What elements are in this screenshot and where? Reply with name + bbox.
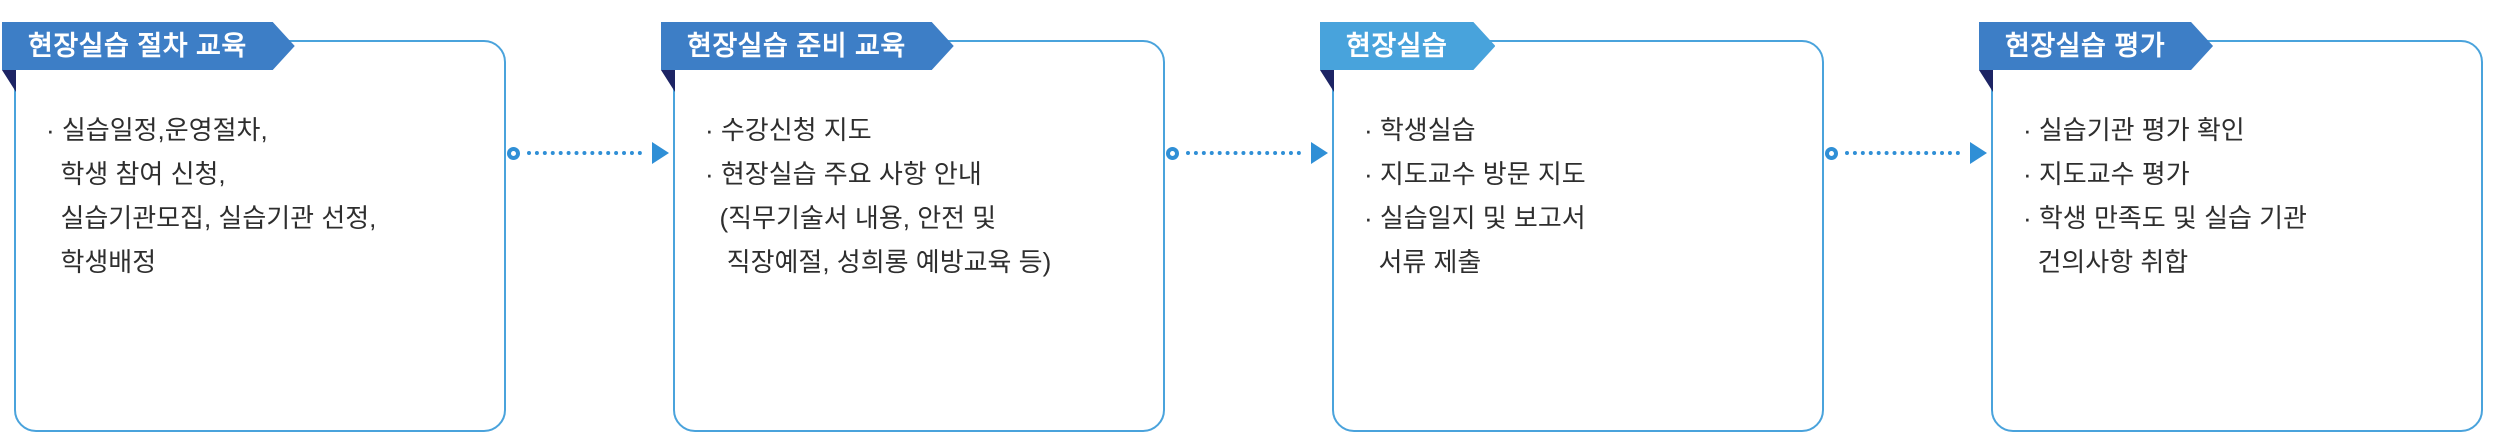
connector <box>1824 142 1991 164</box>
connector-dotted-line <box>1845 151 1960 155</box>
stage-body: · 수강신청 지도 · 현장실습 주요 사항 안내 (직무기술서 내용, 안전 … <box>675 42 1163 284</box>
stage-line: · 지도교수 방문 지도 <box>1364 159 1586 189</box>
stage-line: · 실습일정,운영절차, <box>46 115 268 145</box>
stage-title: 현장실습 <box>1346 31 1448 61</box>
stage-line: · 학생실습 <box>1364 115 1476 145</box>
stage-line: 건의사항 취합 <box>2023 247 2189 277</box>
stage-line: 직장예절, 성희롱 예방교육 등) <box>705 247 1052 277</box>
connector <box>506 142 673 164</box>
stage-title: 현장실습 준비 교육 <box>687 31 906 61</box>
stage-body: · 학생실습 · 지도교수 방문 지도 · 실습일지 및 보고서 서류 제출 <box>1334 42 1822 284</box>
stage-line: 서류 제출 <box>1364 247 1482 277</box>
connector-circle-icon <box>1825 146 1838 160</box>
stage-body: · 실습기관 평가 확인 · 지도교수 평가 · 학생 만족도 및 실습 기관 … <box>1993 42 2481 284</box>
stage-line: · 실습기관 평가 확인 <box>2023 115 2245 145</box>
stage-card-evaluation: 현장실습 평가 · 실습기관 평가 확인 · 지도교수 평가 · 학생 만족도 … <box>1979 40 2483 432</box>
stage-card-preparation-education: 현장실습 준비 교육 · 수강신청 지도 · 현장실습 주요 사항 안내 (직무… <box>661 40 1165 432</box>
ribbon-fold-shape <box>661 70 675 92</box>
stage-body: · 실습일정,운영절차, 학생 참여 신청, 실습기관모집, 실습기관 선정, … <box>16 42 504 284</box>
connector-arrowhead-icon <box>1311 142 1328 164</box>
stage-title: 현장실습 평가 <box>2005 31 2166 61</box>
connector-circle-icon <box>1166 146 1179 160</box>
connector-arrowhead-icon <box>652 142 669 164</box>
stage-line: 실습기관모집, 실습기관 선정, <box>46 203 377 233</box>
stage-line: · 수강신청 지도 <box>705 115 872 145</box>
ribbon-fold-shape <box>1979 70 1993 92</box>
stage-line: · 실습일지 및 보고서 <box>1364 203 1586 233</box>
stage-title: 현장실습 절차 교육 <box>28 31 247 61</box>
stage-ribbon: 현장실습 준비 교육 <box>661 22 954 70</box>
connector <box>1165 142 1332 164</box>
ribbon-fold-shape <box>1320 70 1334 92</box>
stage-ribbon: 현장실습 평가 <box>1979 22 2213 70</box>
stage-line: 학생배정 <box>46 247 157 277</box>
stage-line: 학생 참여 신청, <box>46 159 226 189</box>
stage-card-procedure-education: 현장실습 절차 교육 · 실습일정,운영절차, 학생 참여 신청, 실습기관모집… <box>2 40 506 432</box>
stage-line: · 지도교수 평가 <box>2023 159 2190 189</box>
stage-ribbon: 현장실습 <box>1320 22 1495 70</box>
stage-card-field-practice: 현장실습 · 학생실습 · 지도교수 방문 지도 · 실습일지 및 보고서 서류… <box>1320 40 1824 432</box>
stage-ribbon: 현장실습 절차 교육 <box>2 22 295 70</box>
connector-arrowhead-icon <box>1970 142 1987 164</box>
stage-line: · 학생 만족도 및 실습 기관 <box>2023 203 2307 233</box>
connector-dotted-line <box>527 151 642 155</box>
connector-circle-icon <box>507 146 520 160</box>
stage-line: · 현장실습 주요 사항 안내 <box>705 159 982 189</box>
ribbon-fold-shape <box>2 70 16 92</box>
stage-line: (직무기술서 내용, 안전 및 <box>705 203 997 233</box>
connector-dotted-line <box>1186 151 1301 155</box>
